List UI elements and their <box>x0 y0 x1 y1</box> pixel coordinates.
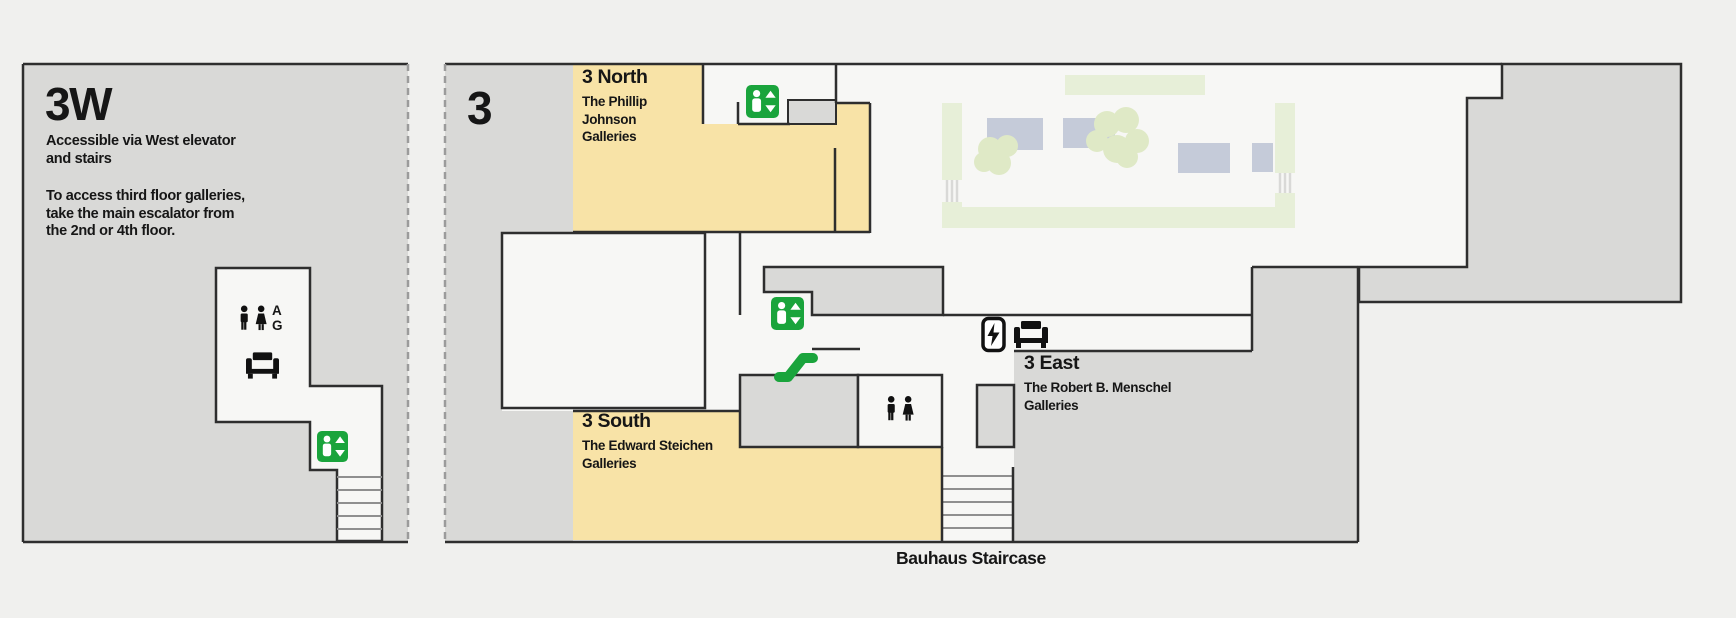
device-charging-icon <box>981 316 1006 353</box>
terrace-planting-south <box>942 207 1295 228</box>
service-core-south <box>738 373 860 449</box>
gallery-3-south-subtitle: The Edward Steichen Galleries <box>582 438 713 471</box>
stairs-treads-3w <box>337 476 382 530</box>
gallery-3-east-region <box>1014 267 1358 542</box>
restroom-room-main <box>856 373 944 449</box>
gallery-3-north-title: 3 North <box>582 66 648 88</box>
gallery-3-north-subtitle: The Phillip Johnson Galleries <box>582 94 647 144</box>
escalator-icon <box>774 346 818 384</box>
seating-icon <box>1014 321 1048 348</box>
gallery-3-south-title: 3 South <box>582 410 651 432</box>
gallery-3-east-subtitle: The Robert B. Menschel Galleries <box>1024 380 1172 413</box>
gallery-3-east-title: 3 East <box>1024 352 1080 374</box>
restroom-icon <box>885 394 916 428</box>
floor-3w-access-note: Accessible via West elevator and stairs <box>46 133 236 167</box>
terrace-trees <box>974 107 1149 175</box>
service-shaft-east <box>975 383 1016 449</box>
central-gallery-room <box>500 231 707 410</box>
interior-walls <box>573 65 1360 542</box>
service-core-center <box>762 265 945 317</box>
restroom-icon <box>238 303 269 338</box>
panel-border-3w <box>21 62 408 544</box>
terrace-grates <box>942 173 1295 202</box>
stairs-treads-bauhaus <box>942 475 1013 529</box>
floor-3w-instructions: To access third floor galleries, take th… <box>46 188 245 239</box>
panel-border-3 <box>445 62 1502 544</box>
bauhaus-staircase-label: Bauhaus Staircase <box>896 548 1046 568</box>
elevator-icon <box>317 431 348 462</box>
seating-icon <box>246 352 279 379</box>
elevator-icon <box>771 297 804 330</box>
service-shaft-north <box>787 99 837 125</box>
elevator-icon <box>746 85 779 118</box>
floor-3w-title: 3W <box>45 78 113 130</box>
circulation-zone-west <box>445 64 573 542</box>
gallery-3-north-region <box>573 65 870 232</box>
floor-3-title: 3 <box>467 82 493 134</box>
restroom-letters: A G <box>272 303 283 333</box>
terrace-planting-north <box>1065 75 1205 95</box>
gallery-3-south-region <box>573 411 942 540</box>
